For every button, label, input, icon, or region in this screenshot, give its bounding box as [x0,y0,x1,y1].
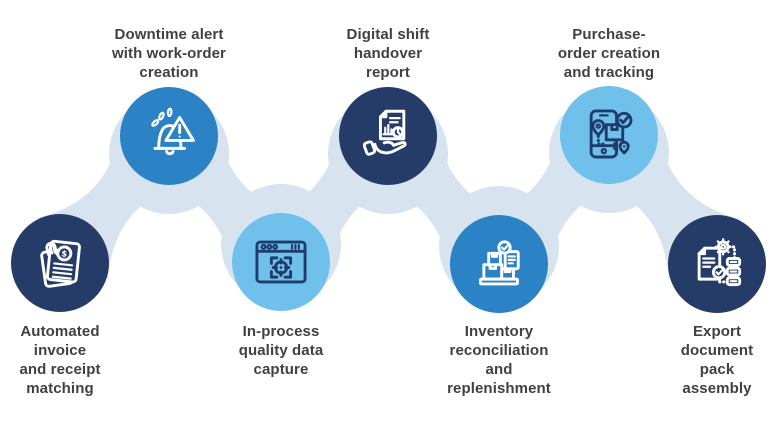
step-label-export: Export document pack assembly [680,323,754,397]
step-label-invoice: Automated invoice and receipt matching [19,323,101,397]
step-label-purchase-order: Purchase- order creation and tracking [557,26,661,81]
step-node-downtime-alert [120,87,218,185]
step-label-handover: Digital shift handover report [346,26,430,81]
step-label-quality: In-process quality data capture [238,323,324,378]
quality-capture-target-icon [255,240,307,284]
step-node-quality-capture [232,213,330,311]
downtime-alert-bell-icon [151,107,195,156]
phone-package-tracking-icon [589,109,633,159]
step-node-export-docs [668,215,766,313]
handover-report-hand-icon [362,109,407,156]
step-label-downtime-alert: Downtime alert with work-order creation [111,26,226,81]
document-gear-workflow-icon [697,238,742,287]
invoice-receipt-icon: $ [40,239,81,288]
step-node-invoice: $ [11,214,109,312]
step-label-inventory: Inventory reconciliation and replenishme… [447,323,551,397]
step-node-purchase-order [560,86,658,184]
dollar-glyph: $ [61,249,68,260]
step-node-handover-report [339,87,437,185]
inventory-boxes-icon [478,240,520,286]
step-node-inventory [450,215,548,313]
